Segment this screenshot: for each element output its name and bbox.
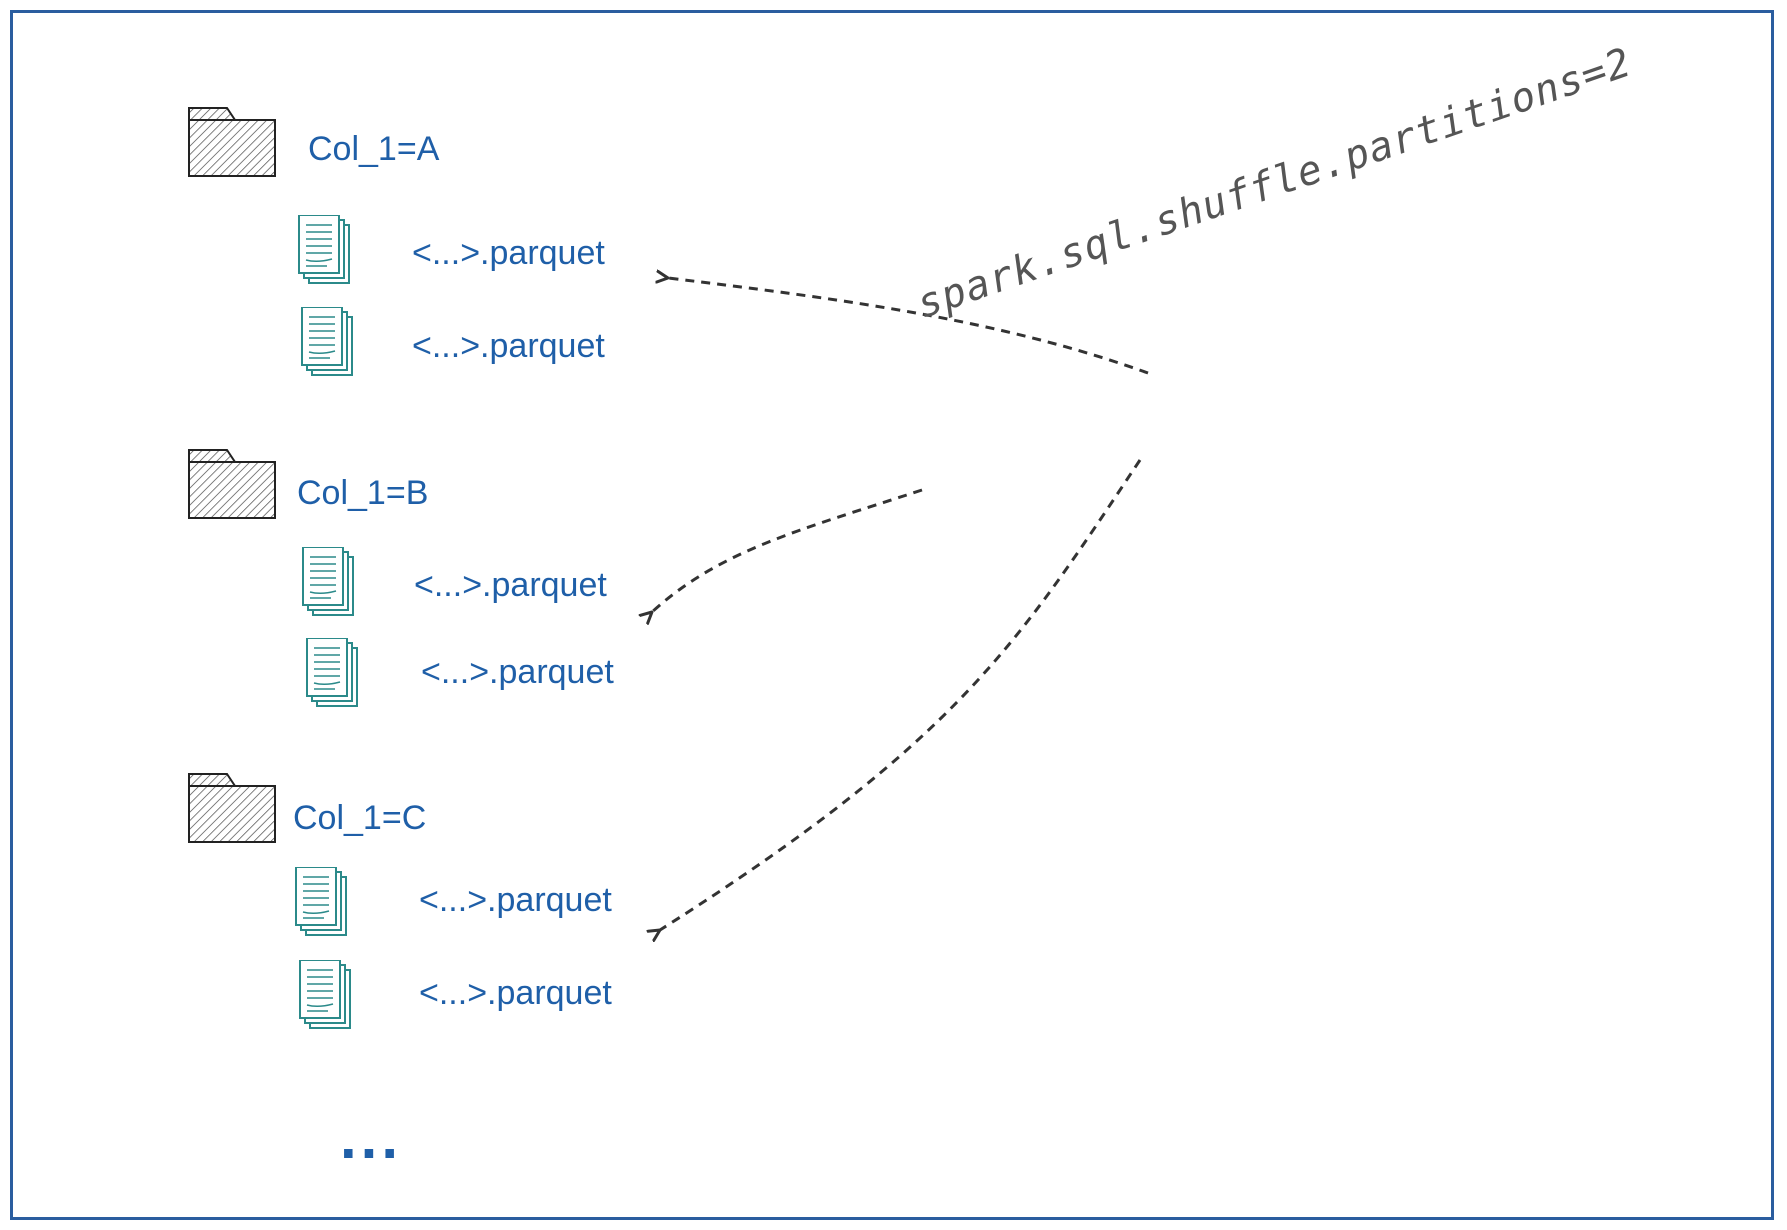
- parquet-file-icon: [302, 547, 354, 616]
- parquet-file-icon: [301, 307, 353, 376]
- folder-icon: [188, 773, 276, 843]
- folder-label-c: Col_1=C: [293, 799, 427, 837]
- folder-label-a: Col_1=A: [308, 130, 440, 168]
- file-label-b-1: <...>.parquet: [414, 566, 607, 604]
- parquet-file-icon: [306, 638, 358, 707]
- parquet-file-icon: [299, 960, 351, 1029]
- file-label-c-2: <...>.parquet: [419, 974, 612, 1012]
- file-label-b-2: <...>.parquet: [421, 653, 614, 691]
- folder-icon: [188, 107, 276, 177]
- file-label-a-2: <...>.parquet: [412, 327, 605, 365]
- more-partitions-indicator: ...: [340, 1104, 403, 1171]
- file-label-c-1: <...>.parquet: [419, 881, 612, 919]
- parquet-file-icon: [295, 867, 347, 936]
- file-label-a-1: <...>.parquet: [412, 234, 605, 272]
- parquet-file-icon: [298, 215, 350, 284]
- diagram-frame: [10, 10, 1774, 1220]
- folder-icon: [188, 449, 276, 519]
- folder-label-b: Col_1=B: [297, 474, 429, 512]
